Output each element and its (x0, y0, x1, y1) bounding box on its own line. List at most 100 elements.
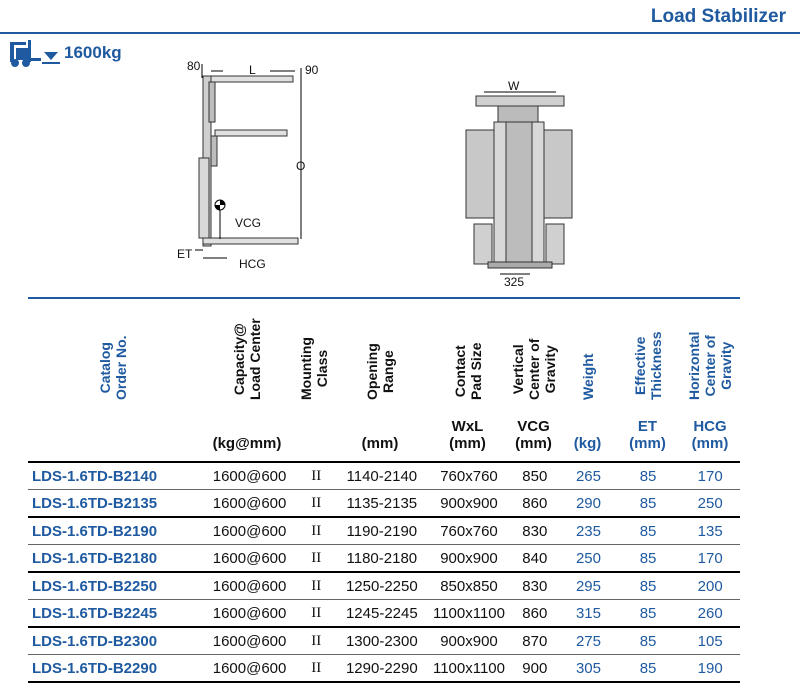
dim-l-label: L (249, 63, 256, 77)
cell-pad: 1100x1100 (430, 600, 509, 628)
cell-mounting: II (298, 572, 334, 600)
cell-capacity: 1600@600 (201, 462, 299, 490)
cell-opening: 1140-2140 (334, 462, 429, 490)
dim-80-label: 80 (187, 59, 201, 73)
cell-opening: 1245-2245 (334, 600, 429, 628)
cell-mounting: II (298, 600, 334, 628)
cell-et: 85 (616, 490, 680, 518)
cell-et: 85 (616, 462, 680, 490)
cell-et: 85 (616, 627, 680, 655)
cell-et: 85 (616, 655, 680, 683)
cell-weight: 315 (561, 600, 616, 628)
cell-opening: 1290-2290 (334, 655, 429, 683)
cell-hcg: 105 (680, 627, 740, 655)
cell-weight: 265 (561, 462, 616, 490)
cell-hcg: 260 (680, 600, 740, 628)
cell-capacity: 1600@600 (201, 572, 299, 600)
cell-et: 85 (616, 545, 680, 573)
cell-mounting: II (298, 462, 334, 490)
cell-et: 85 (616, 517, 680, 545)
cell-pad: 900x900 (430, 545, 509, 573)
cell-pad: 760x760 (430, 462, 509, 490)
cell-capacity: 1600@600 (201, 545, 299, 573)
cell-opening: 1180-2180 (334, 545, 429, 573)
cell-hcg: 170 (680, 545, 740, 573)
cell-vcg: 830 (508, 572, 561, 600)
cell-capacity: 1600@600 (201, 627, 299, 655)
cell-pad: 900x900 (430, 490, 509, 518)
unit-pad: WxL(mm) (428, 418, 507, 452)
cell-weight: 305 (561, 655, 616, 683)
cell-catalog: LDS-1.6TD-B2190 (28, 517, 201, 545)
cell-vcg: 860 (508, 490, 561, 518)
section-rule (28, 297, 740, 299)
cell-mounting: II (298, 490, 334, 518)
cell-capacity: 1600@600 (201, 517, 299, 545)
cell-vcg: 830 (508, 517, 561, 545)
cell-pad: 760x760 (430, 517, 509, 545)
cell-vcg: 860 (508, 600, 561, 628)
hcg-label: HCG (239, 257, 266, 271)
cell-vcg: 870 (508, 627, 561, 655)
cell-opening: 1135-2135 (334, 490, 429, 518)
capacity-value: 1600kg (64, 43, 122, 63)
cell-hcg: 190 (680, 655, 740, 683)
side-view-diagram: 80 L 90 O VCG ET HCG (165, 58, 325, 273)
cell-catalog: LDS-1.6TD-B2135 (28, 490, 201, 518)
cell-mounting: II (298, 517, 334, 545)
unit-capacity: (kg@mm) (198, 435, 296, 452)
unit-hcg: HCG(mm) (680, 418, 740, 452)
cell-pad: 1100x1100 (430, 655, 509, 683)
cell-weight: 275 (561, 627, 616, 655)
dim-325-label: 325 (504, 275, 524, 288)
cell-weight: 235 (561, 517, 616, 545)
cell-vcg: 850 (508, 462, 561, 490)
cell-vcg: 900 (508, 655, 561, 683)
et-label: ET (177, 247, 193, 261)
unit-weight: (kg) (560, 435, 615, 452)
cell-mounting: II (298, 655, 334, 683)
cell-pad: 900x900 (430, 627, 509, 655)
dim-w-label: W (508, 79, 520, 93)
cell-weight: 290 (561, 490, 616, 518)
unit-et: ET(mm) (615, 418, 680, 452)
cell-hcg: 135 (680, 517, 740, 545)
cell-catalog: LDS-1.6TD-B2245 (28, 600, 201, 628)
cell-pad: 850x850 (430, 572, 509, 600)
cell-catalog: LDS-1.6TD-B2290 (28, 655, 201, 683)
dim-o-label: O (296, 159, 305, 173)
vcg-label: VCG (235, 216, 261, 230)
cell-opening: 1300-2300 (334, 627, 429, 655)
cell-catalog: LDS-1.6TD-B2300 (28, 627, 201, 655)
cell-hcg: 200 (680, 572, 740, 600)
cell-vcg: 840 (508, 545, 561, 573)
cell-catalog: LDS-1.6TD-B2180 (28, 545, 201, 573)
cell-capacity: 1600@600 (201, 655, 299, 683)
cell-opening: 1250-2250 (334, 572, 429, 600)
dim-90-label: 90 (305, 63, 319, 77)
page-title: Load Stabilizer (651, 6, 786, 28)
cell-catalog: LDS-1.6TD-B2250 (28, 572, 201, 600)
unit-vcg: VCG(mm) (507, 418, 560, 452)
capacity-badge: 1600kg (8, 38, 122, 68)
cell-weight: 250 (561, 545, 616, 573)
title-rule (0, 32, 800, 34)
cell-et: 85 (616, 600, 680, 628)
cell-capacity: 1600@600 (201, 600, 299, 628)
cell-hcg: 250 (680, 490, 740, 518)
front-view-diagram: W 325 (460, 78, 580, 288)
unit-opening: (mm) (332, 435, 428, 452)
forklift-icon (8, 38, 60, 68)
cell-mounting: II (298, 545, 334, 573)
cell-weight: 295 (561, 572, 616, 600)
cell-capacity: 1600@600 (201, 490, 299, 518)
cell-catalog: LDS-1.6TD-B2140 (28, 462, 201, 490)
